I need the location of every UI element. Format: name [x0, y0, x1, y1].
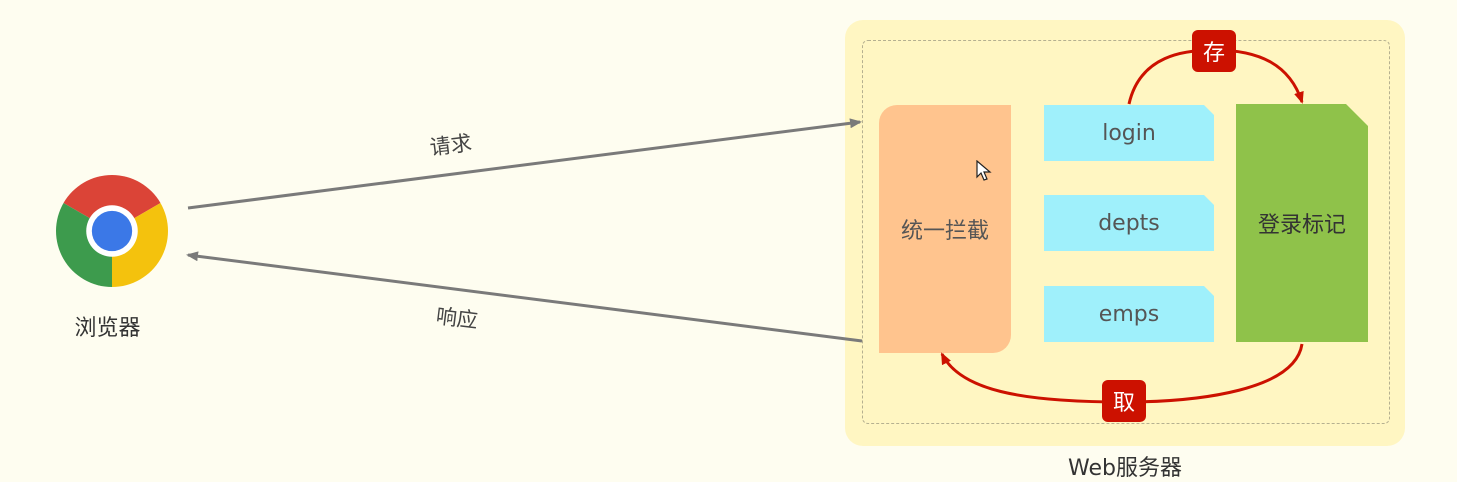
- unified-interceptor-block: 统一拦截: [879, 105, 1011, 353]
- endpoint-login: login: [1044, 105, 1214, 161]
- endpoint-emps-label: emps: [1098, 301, 1160, 327]
- mouse-cursor-icon: [976, 160, 992, 181]
- endpoint-depts: depts: [1044, 195, 1214, 251]
- request-label: 请求: [428, 130, 474, 160]
- web-server-dashed-border: [862, 40, 1390, 424]
- browser-label: 浏览器: [74, 316, 141, 341]
- response-label: 响应: [434, 303, 480, 333]
- endpoint-depts-label: depts: [1098, 210, 1160, 236]
- login-token-label: 登录标记: [1257, 213, 1346, 238]
- response-arrow: [186, 251, 863, 343]
- endpoint-emps: emps: [1044, 286, 1214, 342]
- store-badge: 存: [1192, 30, 1236, 72]
- login-token-block: 登录标记: [1236, 104, 1368, 342]
- web-server-label: Web服务器: [1068, 456, 1182, 481]
- fetch-badge: 取: [1102, 380, 1146, 422]
- request-arrow: [187, 118, 862, 210]
- chrome-browser-icon: [56, 175, 168, 287]
- endpoint-login-label: login: [1102, 120, 1156, 146]
- interceptor-label: 统一拦截: [900, 219, 989, 244]
